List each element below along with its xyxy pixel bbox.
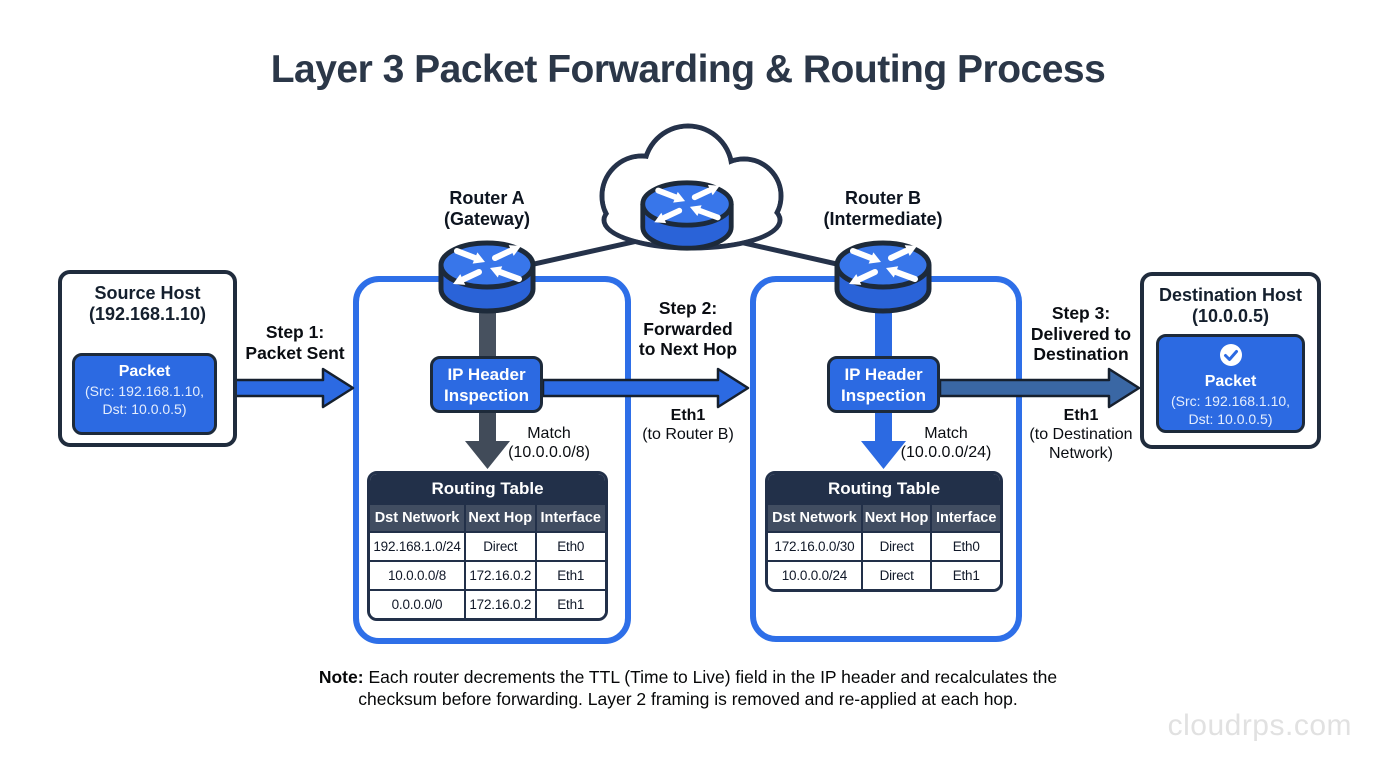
router-a-routing-table: Routing Table Dst Network Next Hop Inter… xyxy=(367,471,608,621)
router-a-label: Router A (Gateway) xyxy=(443,188,531,229)
step1-label: Step 1: Packet Sent xyxy=(245,322,345,363)
router-b-label: Router B (Intermediate) xyxy=(823,188,943,229)
table-header-row: Dst Network Next Hop Interface xyxy=(768,505,1000,531)
table-row: 192.168.1.0/24 Direct Eth0 xyxy=(370,531,605,560)
step3-label: Step 3: Delivered to Destination xyxy=(1030,303,1132,364)
table-row: 172.16.0.0/30 Direct Eth0 xyxy=(768,531,1000,560)
table-row: 0.0.0.0/0 172.16.0.2 Eth1 xyxy=(370,589,605,618)
router-b-match-label: Match (10.0.0.0/24) xyxy=(900,425,992,461)
router-a-ip-inspection-box: IP Header Inspection xyxy=(430,356,543,413)
source-host-title: Source Host (192.168.1.10) xyxy=(88,283,207,324)
watermark: cloudrps.com xyxy=(1167,709,1352,742)
footnote: Note: Each router decrements the TTL (Ti… xyxy=(228,667,1148,710)
destination-packet-box: Packet (Src: 192.168.1.10, Dst: 10.0.0.5… xyxy=(1156,334,1305,433)
page-title: Layer 3 Packet Forwarding & Routing Proc… xyxy=(270,48,1106,91)
check-icon xyxy=(1219,344,1242,366)
table-row: 10.0.0.0/24 Direct Eth1 xyxy=(768,560,1000,589)
footnote-line1: Note: Each router decrements the TTL (Ti… xyxy=(318,667,1058,687)
table-row: 10.0.0.0/8 172.16.0.2 Eth1 xyxy=(370,560,605,589)
cloud-link-lines xyxy=(495,227,875,275)
footnote-line2: checksum before forwarding. Layer 2 fram… xyxy=(358,688,1018,709)
router-b-routing-table: Routing Table Dst Network Next Hop Inter… xyxy=(765,471,1003,592)
destination-host-box: Destination Host (10.0.0.5) Packet (Src:… xyxy=(1140,272,1321,449)
source-host-box: Source Host (192.168.1.10) Packet (Src: … xyxy=(58,270,237,447)
router-b-ip-inspection-box: IP Header Inspection xyxy=(827,356,940,413)
step1-arrow xyxy=(217,367,355,409)
step2-interface-label: Eth1 (to Router B) xyxy=(642,407,734,443)
cloud-router-icon xyxy=(643,183,731,248)
table-header-row: Dst Network Next Hop Interface xyxy=(370,505,605,531)
step2-label: Step 2: Forwarded to Next Hop xyxy=(638,298,738,359)
step3-interface-label: Eth1 (to Destination Network) xyxy=(1029,407,1133,462)
source-packet-box: Packet (Src: 192.168.1.10, Dst: 10.0.0.5… xyxy=(72,353,217,435)
router-a-match-label: Match (10.0.0.0/8) xyxy=(508,425,590,461)
internet-cloud-icon xyxy=(599,123,784,251)
destination-host-title: Destination Host (10.0.0.5) xyxy=(1158,285,1302,326)
